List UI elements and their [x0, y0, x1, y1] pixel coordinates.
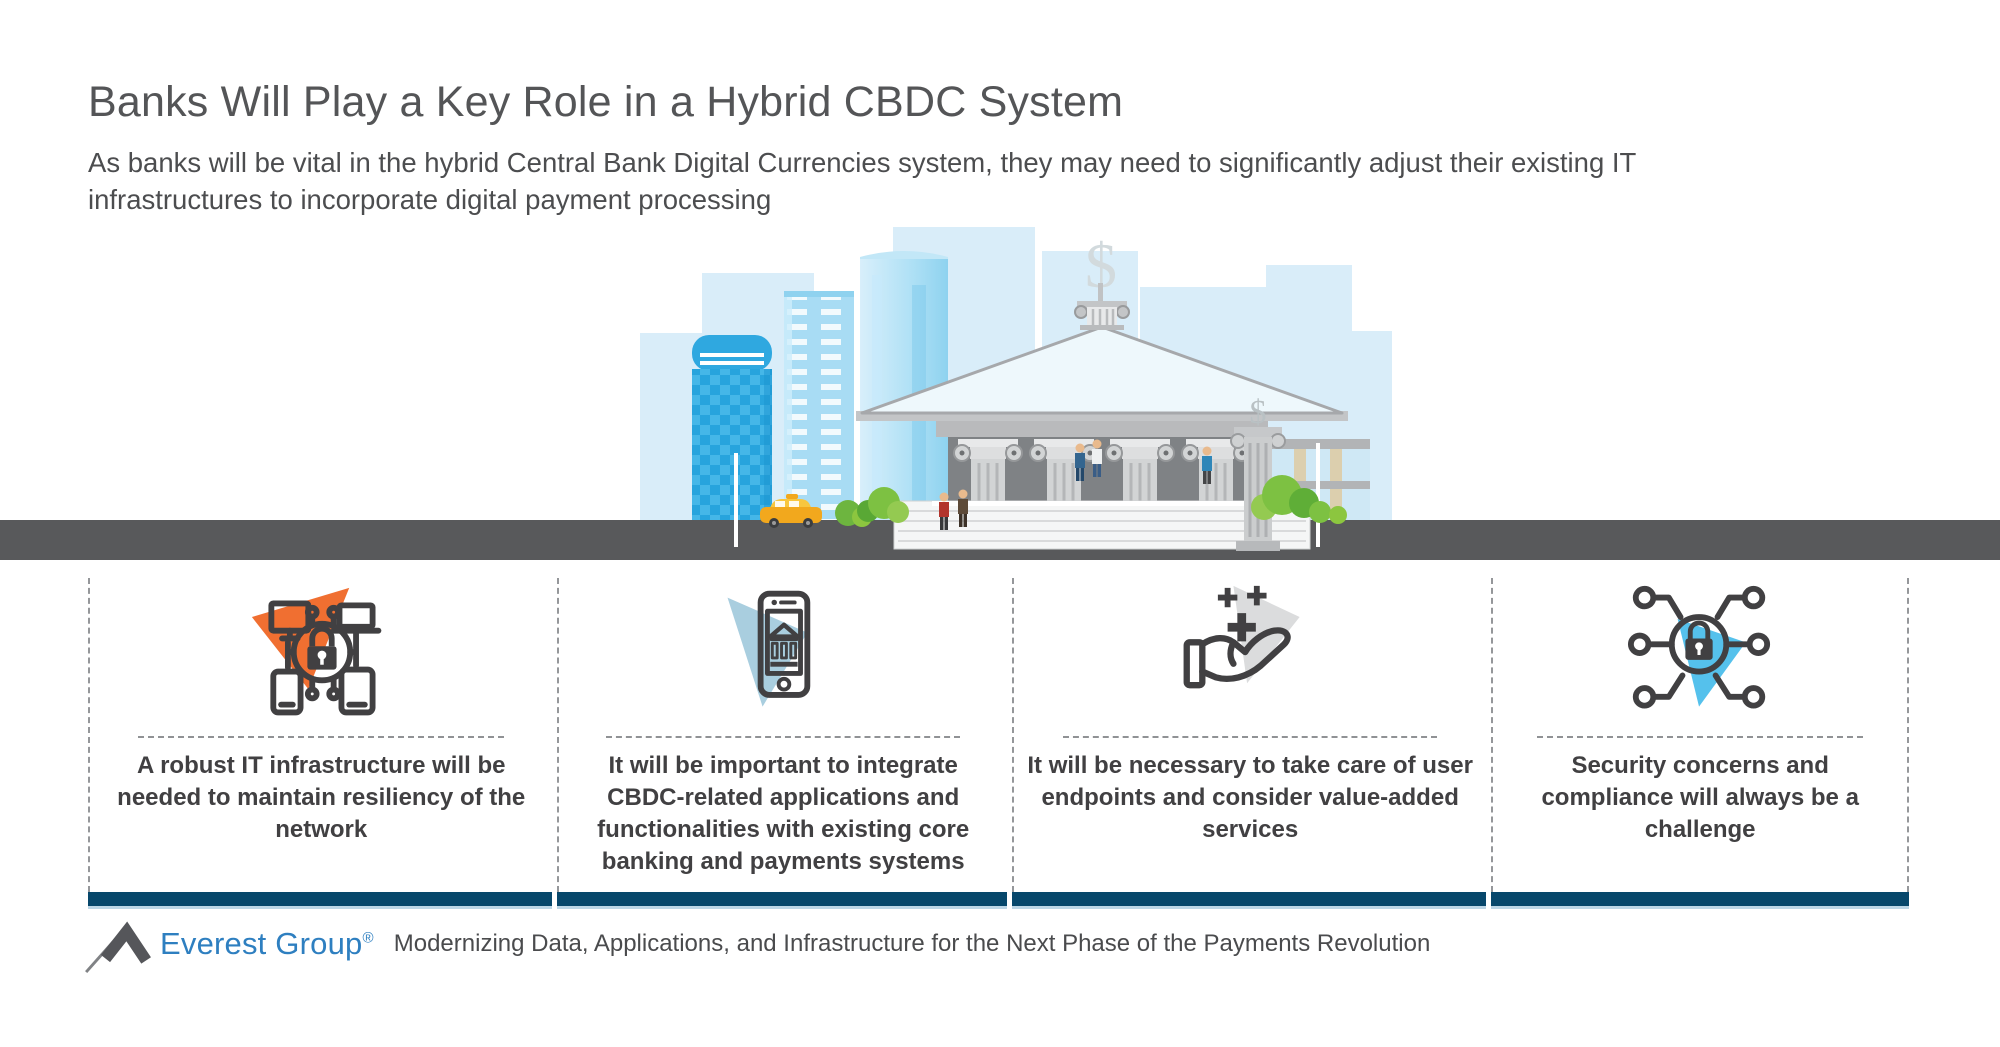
card-text: It will be necessary to take care of use… — [1027, 752, 1473, 843]
footer: Everest Group® Modernizing Data, Applica… — [84, 914, 1430, 974]
card-text: It will be important to integrate CBDC-r… — [597, 752, 970, 875]
card-separator — [1537, 736, 1864, 738]
svg-text:$: $ — [1250, 394, 1267, 431]
card-separator — [606, 736, 961, 738]
insight-cards: A robust IT infrastructure will be neede… — [88, 578, 1909, 909]
card-it-infrastructure: A robust IT infrastructure will be neede… — [88, 578, 553, 909]
page-title: Banks Will Play a Key Role in a Hybrid C… — [88, 78, 1124, 126]
dollar-sign-finial: $ — [1074, 230, 1130, 330]
card-accent-bar — [557, 892, 1007, 909]
card-cbdc-integration: It will be important to integrate CBDC-r… — [557, 578, 1007, 909]
pediment — [860, 325, 1344, 415]
checkered-tower — [692, 335, 772, 525]
card-security-compliance: Security concerns and compliance will al… — [1491, 578, 1909, 909]
pedestrians — [939, 439, 1212, 530]
hand-value-added-icon — [1183, 585, 1300, 689]
everest-group-logo: Everest Group® — [160, 926, 374, 962]
card-text: A robust IT infrastructure will be neede… — [117, 752, 526, 843]
logo-text: Everest Group — [160, 926, 363, 961]
footer-tagline: Modernizing Data, Applications, and Infr… — [393, 930, 1431, 957]
bank-illustration: $ $ — [0, 227, 2000, 560]
card-user-endpoints: It will be necessary to take care of use… — [1011, 578, 1487, 909]
card-separator — [1063, 736, 1438, 738]
card-text: Security concerns and compliance will al… — [1541, 752, 1859, 843]
card-accent-bar — [1491, 892, 1909, 909]
registered-mark: ® — [362, 929, 374, 947]
card-accent-bar — [1011, 892, 1487, 909]
mobile-banking-icon — [727, 590, 811, 707]
taxi-illustration — [760, 494, 822, 528]
mountain-icon — [85, 921, 151, 974]
secure-network-icon — [1628, 585, 1771, 709]
bushes — [835, 475, 1347, 527]
connected-devices-lock-icon — [252, 587, 382, 716]
card-accent-bar — [88, 892, 553, 909]
card-separator — [138, 736, 505, 738]
striped-tower — [784, 291, 854, 525]
page-subtitle: As banks will be vital in the hybrid Cen… — [88, 147, 1636, 215]
